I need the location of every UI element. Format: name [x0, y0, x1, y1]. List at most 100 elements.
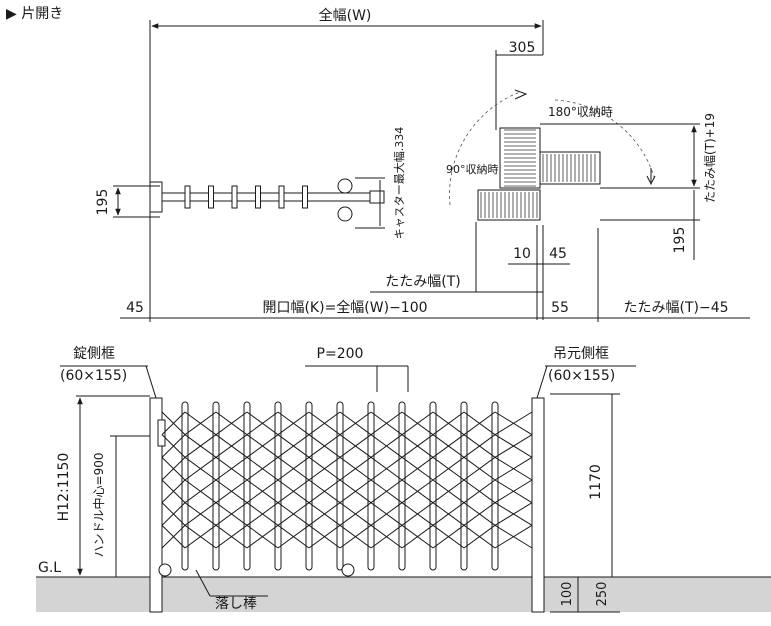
hinge-frame — [531, 397, 545, 613]
caster-middle — [341, 563, 355, 577]
hinge-frame-size: (60×155) — [548, 368, 615, 384]
plan-post — [302, 185, 308, 209]
lattice-bar — [246, 524, 279, 549]
lattice-bar — [463, 434, 496, 458]
plan-post — [184, 185, 191, 209]
lock-frame-size: (60×155) — [60, 368, 127, 384]
caster-width-label: キャスター最大幅.334 — [392, 127, 406, 240]
plan-post — [231, 185, 238, 209]
lattice-bar — [339, 456, 372, 481]
gate-pickets — [181, 401, 499, 571]
lattice-bar — [308, 434, 341, 458]
lattice-bar — [494, 456, 533, 481]
picket — [398, 401, 406, 571]
lattice-bar — [161, 434, 186, 458]
lattice-bar — [401, 434, 434, 458]
lattice-bar — [370, 411, 403, 436]
lattice-bar — [215, 434, 248, 458]
dim-1170: 1170 — [588, 464, 604, 500]
picket — [491, 401, 499, 571]
lattice-bar — [494, 434, 533, 458]
lattice-bar — [277, 479, 310, 504]
lattice-bar — [463, 411, 496, 436]
picket — [460, 401, 468, 571]
lattice-bar — [494, 524, 533, 549]
hinge-frame-label: 吊元側框 — [553, 346, 609, 362]
lattice-bar — [463, 502, 496, 526]
lattice-bar — [401, 502, 434, 526]
lattice-bar — [161, 502, 186, 526]
lattice-bar — [432, 434, 465, 458]
lattice-bar — [401, 411, 434, 436]
picket — [212, 401, 220, 571]
overall-width-label: 全幅(W) — [319, 7, 372, 24]
lattice-bar — [432, 524, 465, 549]
lock-frame-label: 錠側框 — [73, 346, 115, 362]
lattice-bar — [277, 524, 310, 549]
lattice-bar — [308, 479, 341, 504]
lattice-bar — [184, 456, 217, 481]
plan-post — [278, 185, 285, 209]
dim-305: 305 — [509, 40, 536, 56]
picket — [274, 401, 282, 571]
plan-view: 全幅(W) 305 180°収納時 90°収納時 195 キャスタ — [95, 7, 750, 322]
picket — [367, 401, 375, 571]
lattice-bar — [215, 502, 248, 526]
lattice-bar — [463, 524, 496, 549]
folded-width-t-label: たたみ幅(T) — [385, 274, 460, 290]
dim-45-mid: 45 — [549, 246, 567, 262]
lattice-bar — [277, 411, 310, 436]
lattice-bar — [277, 502, 310, 526]
lattice-bar — [215, 524, 248, 549]
lattice-bar — [246, 479, 279, 504]
lattice-bar — [432, 456, 465, 481]
lattice-bar — [339, 479, 372, 504]
dim-45-left: 45 — [126, 300, 144, 316]
lattice-bar — [494, 411, 533, 436]
picket — [243, 401, 251, 571]
lattice-bar — [161, 524, 186, 549]
lattice-bar — [494, 502, 533, 526]
lattice-bar — [215, 411, 248, 436]
folded-width-t19-label: たたみ幅(T)+19 — [702, 113, 717, 203]
pitch-label: P=200 — [317, 346, 364, 362]
lattice-bar — [184, 434, 217, 458]
lattice-bar — [246, 434, 279, 458]
dim-195-right: 195 — [672, 227, 688, 254]
lattice-bar — [277, 456, 310, 481]
handle-center-label: ハンドル中心=900 — [91, 453, 106, 558]
lattice-bar — [339, 524, 372, 549]
lattice-bar — [161, 479, 186, 504]
lattice-bar — [308, 502, 341, 526]
caster-left — [158, 563, 172, 577]
lock-frame — [149, 397, 163, 613]
lattice-bar — [432, 479, 465, 504]
dim-250: 250 — [595, 582, 610, 607]
lattice-bar — [370, 479, 403, 504]
lattice-bar — [184, 479, 217, 504]
lattice-bar — [246, 502, 279, 526]
lattice-bar — [401, 524, 434, 549]
picket — [305, 401, 313, 571]
lattice-bar — [277, 434, 310, 458]
lattice-bar — [463, 479, 496, 504]
dim-10: 10 — [513, 246, 531, 262]
lattice-bar — [339, 434, 372, 458]
lattice-bar — [401, 479, 434, 504]
lattice-bar — [370, 502, 403, 526]
gate-lattice — [161, 411, 533, 549]
lattice-bar — [308, 456, 341, 481]
lattice-bar — [161, 411, 186, 436]
lattice-bar — [184, 524, 217, 549]
lattice-bar — [308, 524, 341, 549]
lattice-bar — [308, 411, 341, 436]
picket — [181, 401, 189, 571]
elevation-view: G.L 錠側框 (60×155) 吊元側框 (60×155) P=200 H12… — [36, 346, 771, 613]
picket — [336, 401, 344, 571]
folded-width-t45-label: たたみ幅(T)−45 — [623, 300, 728, 316]
height-h12-label: H12:1150 — [56, 453, 72, 522]
plan-post — [208, 185, 214, 209]
stowed-180-label: 180°収納時 — [548, 105, 613, 119]
lattice-bar — [161, 456, 186, 481]
